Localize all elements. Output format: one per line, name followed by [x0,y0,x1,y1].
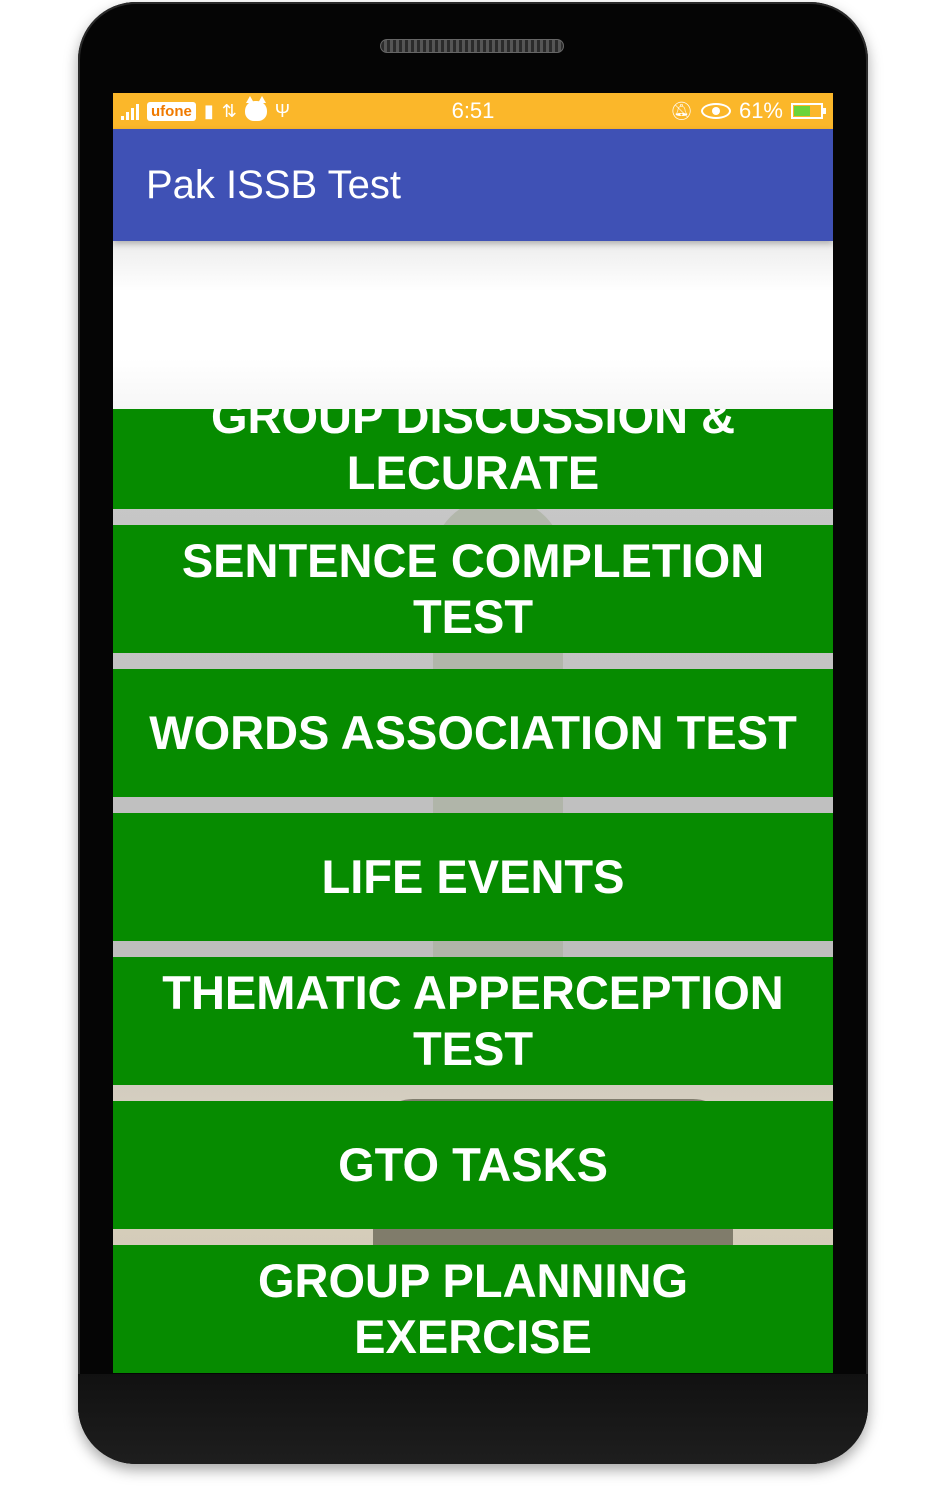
menu-button-life-events[interactable]: LIFE EVENTS [113,813,833,941]
menu-button-group-planning[interactable]: GROUP PLANNING EXERCISE [113,1245,833,1373]
ad-banner-area [113,241,833,409]
menu-button-sentence-completion[interactable]: SENTENCE COMPLETION TEST [113,525,833,653]
menu-button-group-discussion[interactable]: GROUP DISCUSSION & LECURATE [113,409,833,509]
mute-bell-icon: 🔕︎ [670,100,693,121]
data-transfer-icon: ⇅ [221,100,237,121]
phone-speaker-grille [380,39,564,53]
sim-signal-icon: ▮ [203,100,214,121]
eye-comfort-icon [700,103,731,119]
status-right-icons: 🔕︎ 61% [670,97,826,125]
phone-chin [78,1374,868,1464]
battery-icon [791,103,826,119]
menu-button-thematic-apperception[interactable]: THEMATIC APPERCEPTION TEST [113,957,833,1085]
battery-percent: 61% [738,98,783,123]
menu-button-words-association[interactable]: WORDS ASSOCIATION TEST [113,669,833,797]
status-bar: ufone ▮ ⇅ Ψ 6:51 🔕︎ 61% [113,93,833,129]
status-time: 6:51 [451,98,495,123]
app-screen: ufone ▮ ⇅ Ψ 6:51 🔕︎ 61% Pak ISSB Test GR… [113,93,833,1373]
carrier-logo: ufone [147,101,196,121]
menu-button-gto-tasks[interactable]: GTO TASKS [113,1101,833,1229]
page-title: Pak ISSB Test [146,163,401,207]
cat-notification-icon [244,96,267,121]
status-left-icons: ufone ▮ ⇅ Ψ [121,96,290,125]
app-toolbar: Pak ISSB Test [113,129,833,241]
signal-strength-icon [121,102,139,120]
usb-icon: Ψ [274,100,290,121]
menu-list[interactable]: GROUP DISCUSSION & LECURATE SENTENCE COM… [113,409,833,1373]
